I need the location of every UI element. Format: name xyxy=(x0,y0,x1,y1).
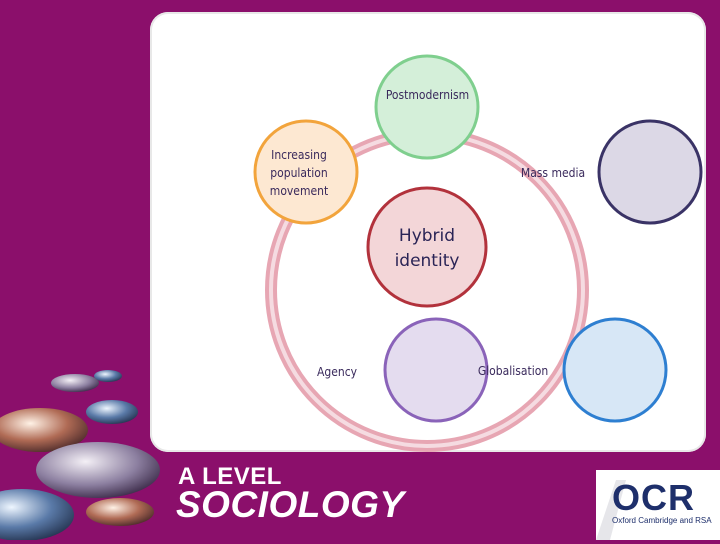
node-label-mass-media: Mass media xyxy=(520,166,586,180)
node-circle-agency xyxy=(383,317,489,423)
ocr-logo-subtitle: Oxford Cambridge and RSA xyxy=(612,516,712,525)
center-circle xyxy=(366,186,488,308)
center-label: Hybrid identity xyxy=(394,226,460,271)
ocr-logo: OCR xyxy=(612,477,695,518)
node-circle-postmodernism xyxy=(374,54,480,160)
bubble xyxy=(86,400,138,424)
node-circle-globalisation xyxy=(562,317,668,423)
node-label-increasing-population-movement: Increasing population movement xyxy=(269,148,329,198)
bubble xyxy=(0,408,88,452)
bubble xyxy=(94,370,122,382)
node-label-postmodernism: Postmodernism xyxy=(385,88,470,102)
bubble xyxy=(36,442,160,498)
brand-title-sociology: SOCIOLOGY xyxy=(176,484,405,525)
node-label-agency: Agency xyxy=(316,365,358,379)
brand-title-level: A LEVEL xyxy=(178,463,282,490)
logo-swoosh-icon xyxy=(596,480,626,540)
ocr-logo-background xyxy=(596,470,720,540)
cycle-diagram xyxy=(253,54,703,452)
bubble xyxy=(86,498,154,526)
node-label-globalisation: Globalisation xyxy=(477,364,549,378)
bubble xyxy=(0,489,74,540)
bubble xyxy=(51,374,99,392)
node-circle-increasing-population-movement xyxy=(253,119,359,225)
node-circle-mass-media xyxy=(597,119,703,225)
